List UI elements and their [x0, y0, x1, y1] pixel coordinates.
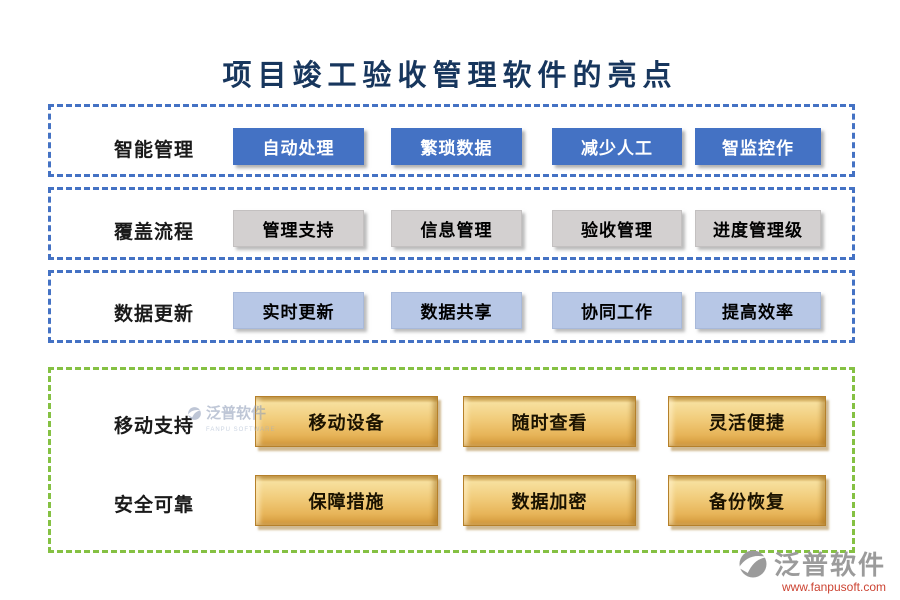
button-smart-monitor[interactable]: 智监控作	[695, 128, 821, 165]
button-flexible[interactable]: 灵活便捷	[668, 396, 826, 447]
footer-brand-block: 泛普软件 www.fanpusoft.com	[736, 545, 886, 594]
button-safeguard[interactable]: 保障措施	[255, 475, 438, 526]
button-data-encrypt[interactable]: 数据加密	[463, 475, 636, 526]
button-efficiency[interactable]: 提高效率	[695, 292, 821, 329]
footer-brand-name: 泛普软件	[773, 551, 886, 580]
button-auto-process[interactable]: 自动处理	[233, 128, 364, 165]
fanpu-watermark-icon	[187, 407, 202, 420]
section-box-smart-management	[48, 104, 855, 177]
watermark-logo: 泛普软件 FANPU SOFTWARE	[186, 406, 275, 438]
button-collaboration[interactable]: 协同工作	[552, 292, 682, 329]
button-realtime-update[interactable]: 实时更新	[233, 292, 364, 329]
button-acceptance-manage[interactable]: 验收管理	[552, 210, 682, 247]
label-smart-management: 智能管理	[114, 140, 195, 161]
button-data-share[interactable]: 数据共享	[391, 292, 522, 329]
section-box-data-update	[48, 270, 855, 343]
button-progress-manage[interactable]: 进度管理级	[695, 210, 821, 247]
button-backup-restore[interactable]: 备份恢复	[668, 475, 826, 526]
fanpu-logo-icon	[738, 550, 768, 577]
button-manage-support[interactable]: 管理支持	[233, 210, 364, 247]
button-complex-data[interactable]: 繁琐数据	[391, 128, 522, 165]
footer-url[interactable]: www.fanpusoft.com	[781, 580, 886, 594]
watermark-brand: 泛普软件	[206, 405, 267, 422]
button-mobile-device[interactable]: 移动设备	[255, 396, 438, 447]
label-security-reliable: 安全可靠	[114, 495, 195, 516]
label-process-coverage: 覆盖流程	[114, 222, 195, 243]
section-box-mobile-security	[48, 367, 855, 553]
watermark-sub: FANPU SOFTWARE	[206, 427, 276, 433]
button-view-anytime[interactable]: 随时查看	[463, 396, 636, 447]
button-reduce-labor[interactable]: 减少人工	[552, 128, 682, 165]
button-info-manage[interactable]: 信息管理	[391, 210, 522, 247]
section-box-process-coverage	[48, 187, 855, 260]
label-mobile-support: 移动支持	[114, 416, 195, 437]
label-data-update: 数据更新	[114, 304, 195, 325]
page-title: 项目竣工验收管理软件的亮点	[222, 60, 678, 92]
